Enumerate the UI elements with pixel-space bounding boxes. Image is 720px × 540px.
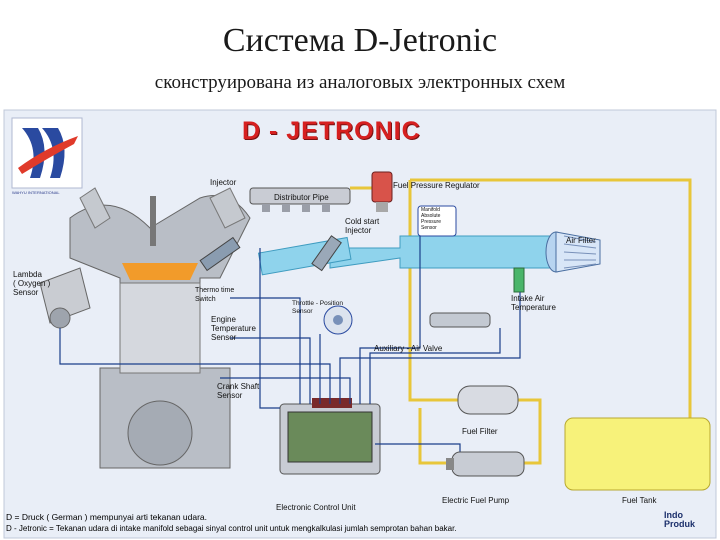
throttle-position-sensor-icon bbox=[323, 305, 353, 335]
injector-icon bbox=[199, 236, 241, 272]
fuel-pressure-regulator-icon bbox=[371, 171, 393, 212]
footer-line-1: D = Druck ( German ) mempunyai arti teka… bbox=[6, 512, 208, 522]
label-electric-fuel-pump: Electric Fuel Pump bbox=[442, 496, 510, 505]
label-engine-temp-sensor: Engine Temperature Sensor bbox=[211, 315, 256, 342]
label-auxiliary-air-valve: Auxiliary - Air Valve bbox=[374, 344, 443, 353]
intake-air-temp-sensor-icon bbox=[513, 267, 525, 293]
label-fuel-filter: Fuel Filter bbox=[462, 427, 498, 436]
logo-icon bbox=[11, 117, 83, 189]
label-cold-start-injector: Cold start Injector bbox=[345, 217, 380, 235]
label-fuel-pressure-regulator: Fuel Pressure Regulator bbox=[393, 181, 480, 190]
exhaust-manifold-icon bbox=[39, 267, 91, 329]
label-injector: Injector bbox=[210, 178, 237, 187]
label-throttle-position-sensor: Throttle - Position Sensor bbox=[292, 300, 343, 315]
label-manifold-sensor: Manifold Absolute Pressure Sensor bbox=[421, 207, 442, 231]
watermark-logo: Indo Produk bbox=[664, 510, 696, 529]
auxiliary-air-valve-icon bbox=[429, 312, 491, 328]
electric-fuel-pump-icon bbox=[446, 451, 525, 477]
label-thermo-time-switch: Thermo time Switch bbox=[195, 287, 235, 303]
logo-text: WAHYU INTERNATIONAL bbox=[12, 190, 60, 195]
diagram-banner: D - JETRONIC bbox=[242, 117, 421, 145]
fuel-tank-icon bbox=[564, 417, 711, 491]
manifold-pressure-sensor-icon bbox=[417, 205, 457, 237]
label-fuel-tank: Fuel Tank bbox=[622, 496, 657, 505]
ecu-icon bbox=[279, 398, 381, 475]
d-jetronic-diagram: WAHYU INTERNATIONAL bbox=[0, 108, 720, 540]
fuel-filter-icon bbox=[457, 385, 519, 415]
footer-line-2: D - Jetronic = Tekanan udara di intake m… bbox=[6, 524, 457, 533]
distributor-pipe-icon bbox=[249, 187, 351, 212]
cold-start-injector-icon bbox=[311, 235, 342, 272]
label-air-filter: Air Filter bbox=[566, 236, 596, 245]
label-intake-air-temp: Intake Air Temperature bbox=[511, 294, 556, 312]
air-filter-icon bbox=[545, 231, 601, 273]
label-crank-shaft-sensor: Crank Shaft Sensor bbox=[217, 382, 260, 400]
label-ecu: Electronic Control Unit bbox=[276, 503, 356, 512]
label-lambda-sensor: Lambda ( Oxygen ) Sensor bbox=[13, 270, 51, 297]
wiring bbox=[59, 236, 521, 463]
slide-title: Система D-Jetronic bbox=[222, 22, 498, 59]
slide-subtitle: сконструирована из аналоговых электронны… bbox=[154, 72, 566, 93]
label-distributor-pipe: Distributor Pipe bbox=[274, 193, 329, 202]
